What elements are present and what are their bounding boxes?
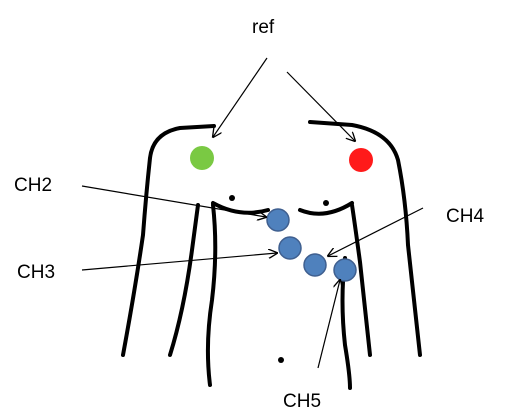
ref-arrow-right <box>287 72 355 141</box>
ch2-arrow <box>82 186 266 217</box>
reference-electrode-left <box>190 146 214 170</box>
ch2-electrode <box>267 209 289 231</box>
left-torso-side <box>208 205 215 385</box>
reference-electrode-right <box>349 148 373 172</box>
ch4-label: CH4 <box>446 206 484 227</box>
ch5-arrow <box>318 280 340 368</box>
right-nipple <box>323 200 329 206</box>
ch4-electrode <box>304 254 326 276</box>
left-inner-arm-outline <box>170 205 198 355</box>
torso-outline <box>123 122 420 388</box>
ch3-arrow <box>82 253 277 270</box>
ch5-label: CH5 <box>283 391 321 412</box>
ch3-label: CH3 <box>17 262 55 283</box>
right-inner-arm-outline <box>352 205 370 355</box>
navel <box>278 357 284 363</box>
left-pectoral <box>213 203 268 213</box>
ch5-electrode <box>334 259 356 281</box>
ch3-electrode <box>279 237 301 259</box>
ref-label: ref <box>252 17 275 38</box>
ch2-label: CH2 <box>14 175 52 196</box>
ref-arrow-left <box>213 58 267 137</box>
left-nipple <box>229 195 235 201</box>
